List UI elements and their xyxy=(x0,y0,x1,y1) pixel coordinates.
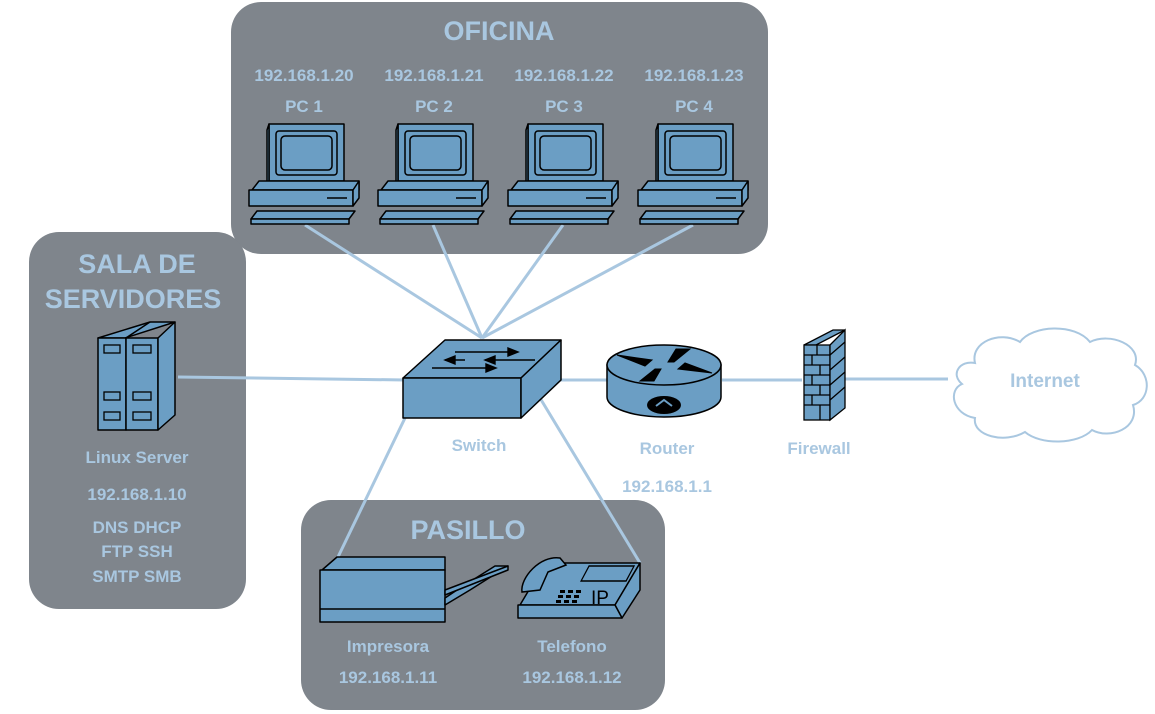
firewall-icon xyxy=(803,328,846,422)
router-ip: 192.168.1.1 xyxy=(622,477,712,496)
link-server-switch xyxy=(177,375,406,382)
pc4-name: PC 4 xyxy=(675,97,713,116)
server-service-2: FTP SSH xyxy=(101,542,172,561)
pc3-name: PC 3 xyxy=(545,97,583,116)
zone-pasillo xyxy=(301,500,665,710)
firewall-label: Firewall xyxy=(787,439,850,458)
printer-icon xyxy=(319,556,509,623)
network-links xyxy=(177,223,948,564)
server-name: Linux Server xyxy=(86,448,189,467)
switch-label: Switch xyxy=(452,436,507,455)
internet-label: Internet xyxy=(1010,371,1080,392)
internet-cloud xyxy=(952,327,1148,443)
link-switch-phone xyxy=(538,397,642,564)
pc1-ip: 192.168.1.20 xyxy=(254,66,353,85)
link-pc2-switch xyxy=(431,224,484,339)
phone-label: Telefono xyxy=(537,637,607,656)
zone-oficina xyxy=(231,2,768,254)
pc4-ip: 192.168.1.23 xyxy=(644,66,743,85)
server-icon xyxy=(97,321,176,431)
link-pc3-switch xyxy=(480,224,565,339)
server-ip: 192.168.1.10 xyxy=(87,485,186,504)
link-pc4-switch xyxy=(481,223,694,340)
zone-title-pasillo: PASILLO xyxy=(410,515,525,545)
pc3-ip: 192.168.1.22 xyxy=(514,66,613,85)
pc1-name: PC 1 xyxy=(285,97,323,116)
zone-title-servidores-line1: SALA DE xyxy=(78,249,196,279)
ip-phone-icon: IP xyxy=(517,557,641,619)
printer-ip: 192.168.1.11 xyxy=(339,668,437,687)
printer-label: Impresora xyxy=(347,637,430,656)
router-label: Router xyxy=(640,439,695,458)
server-service-1: DNS DHCP xyxy=(93,518,182,537)
phone-ip: 192.168.1.12 xyxy=(522,668,621,687)
link-switch-printer xyxy=(336,417,407,558)
zone-title-servidores-line2: SERVIDORES xyxy=(45,284,222,314)
link-pc1-switch xyxy=(304,223,483,340)
router-icon xyxy=(606,344,722,418)
server-service-3: SMTP SMB xyxy=(92,567,181,586)
switch-icon xyxy=(402,339,562,419)
pc2-ip: 192.168.1.21 xyxy=(384,66,483,85)
pc2-name: PC 2 xyxy=(415,97,453,116)
phone-ip-badge: IP xyxy=(591,588,609,609)
zone-title-oficina: OFICINA xyxy=(444,16,555,46)
